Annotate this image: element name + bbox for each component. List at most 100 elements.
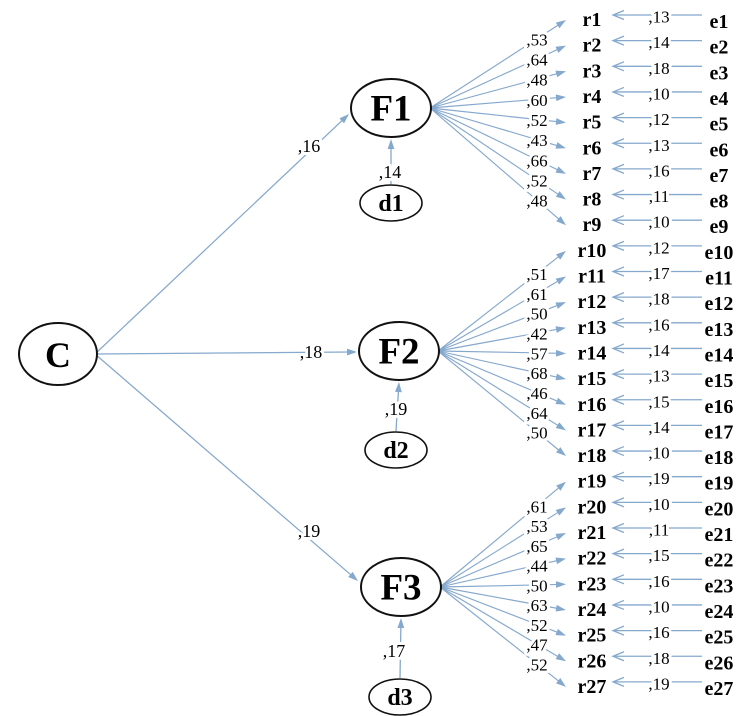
loading-F3-r21-value: ,65 xyxy=(526,537,547,556)
error-path-e10-r10-arrowhead xyxy=(611,240,625,251)
indicator-r20-label: r20 xyxy=(578,496,607,518)
error-path-e9-r9-arrowhead xyxy=(611,215,625,226)
error-path-e12-r12-arrowhead xyxy=(611,292,625,303)
error-e23-label: e23 xyxy=(705,575,734,597)
disturbance-d1-node xyxy=(359,184,423,222)
error-path-e19-r19-arrowhead xyxy=(611,471,625,482)
loading-path-F2-r15-arrowhead xyxy=(555,373,566,381)
loading-path-F1-r8 xyxy=(429,107,562,197)
loading-path-F1-r7-arrowhead xyxy=(555,166,566,174)
error-e1-label: e1 xyxy=(710,11,729,33)
path-C-F3 xyxy=(94,353,354,578)
path-C-F3-value: ,19 xyxy=(298,521,321,541)
indicator-r5-label: r5 xyxy=(583,112,602,134)
error-e19-label: e19 xyxy=(705,473,734,495)
path-C-F3-arrowhead xyxy=(348,571,358,581)
error-e12-label: e12 xyxy=(705,293,734,315)
loading-path-F3-r23-arrowhead xyxy=(555,581,566,588)
loading-path-F1-r3 xyxy=(429,72,561,109)
loading-path-F1-r5-arrowhead xyxy=(555,118,566,125)
loading-path-F1-r7 xyxy=(429,107,561,172)
error-path-e2-r2-arrowhead xyxy=(611,35,625,46)
loading-path-F1-r2 xyxy=(429,47,561,109)
error-e21-label: e21 xyxy=(705,524,734,546)
error-e10-label: e10 xyxy=(705,242,734,264)
loading-path-F2-r11 xyxy=(437,279,562,352)
path-C-F2-arrowhead xyxy=(346,348,357,356)
error-e8-label: e8 xyxy=(710,191,729,213)
loading-path-F2-r16 xyxy=(437,350,561,403)
error-e16-label: e16 xyxy=(705,396,734,418)
loading-path-F1-r4 xyxy=(429,96,561,109)
indicator-r11-label: r11 xyxy=(578,266,606,288)
indicator-r17-label: r17 xyxy=(578,419,607,441)
loading-F2-r18-value: ,50 xyxy=(526,424,547,443)
error-path-e27-r27-arrowhead xyxy=(611,676,625,688)
error-e2-value: ,14 xyxy=(648,33,670,52)
error-e9-value: ,10 xyxy=(648,213,669,232)
indicator-r26-label: r26 xyxy=(578,650,607,672)
error-path-e24-r24-arrowhead xyxy=(611,599,625,611)
error-e17-value: ,14 xyxy=(648,418,670,437)
error-path-e8-r8-arrowhead xyxy=(611,189,625,200)
error-e17-label: e17 xyxy=(705,421,734,443)
error-e10-value: ,12 xyxy=(648,238,669,257)
indicator-r19-label: r19 xyxy=(578,471,607,493)
error-e2-label: e2 xyxy=(710,37,729,59)
error-e20-value: ,10 xyxy=(648,495,669,514)
path-C-F1-arrowhead xyxy=(339,114,349,124)
loading-F3-r22-value: ,44 xyxy=(526,557,548,576)
loading-path-F3-r20 xyxy=(439,510,562,588)
loading-F3-r25-value: ,52 xyxy=(526,616,547,635)
error-e27-label: e27 xyxy=(705,678,734,700)
path-d3-F3 xyxy=(399,623,402,679)
loading-path-F2-r13 xyxy=(437,328,561,352)
indicator-r12-label: r12 xyxy=(578,291,607,313)
error-path-e16-r16-arrowhead xyxy=(611,394,625,405)
error-e4-value: ,10 xyxy=(648,84,669,103)
loading-path-F2-r18-arrowhead xyxy=(556,447,566,457)
indicator-r22-label: r22 xyxy=(578,548,607,570)
path-d2-F2-arrowhead xyxy=(394,382,402,393)
loading-F2-r17-value: ,64 xyxy=(526,404,548,423)
loading-path-F3-r19 xyxy=(439,485,562,588)
loading-F1-r3-value: ,48 xyxy=(526,71,547,90)
error-e20-label: e20 xyxy=(705,498,734,520)
loading-F1-r5-value: ,52 xyxy=(526,111,547,130)
loading-path-F2-r12 xyxy=(437,303,561,352)
path-C-F1-value: ,16 xyxy=(298,136,321,156)
indicator-r24-label: r24 xyxy=(578,599,607,621)
error-path-e17-r17-arrowhead xyxy=(611,420,625,431)
error-e24-label: e24 xyxy=(705,601,734,623)
error-e15-value: ,13 xyxy=(648,367,669,386)
error-e6-label: e6 xyxy=(710,139,729,161)
error-e12-value: ,18 xyxy=(648,290,669,309)
error-path-e18-r18-arrowhead xyxy=(611,445,625,457)
error-e13-value: ,16 xyxy=(648,315,669,334)
loading-F1-r2-value: ,64 xyxy=(526,50,548,69)
loading-path-F1-r1 xyxy=(429,22,562,109)
indicator-r14-label: r14 xyxy=(578,342,607,364)
latent-C-node xyxy=(18,322,98,386)
error-path-e5-r5-arrowhead xyxy=(611,112,625,123)
loading-path-F1-r8-arrowhead xyxy=(555,191,566,200)
error-path-e7-r7-arrowhead xyxy=(611,163,625,175)
error-e25-label: e25 xyxy=(705,627,734,649)
loading-F3-r20-value: ,53 xyxy=(526,517,547,536)
indicator-r21-label: r21 xyxy=(578,522,607,544)
loading-path-F3-r21-arrowhead xyxy=(555,533,566,541)
loading-path-F3-r25 xyxy=(439,586,561,634)
error-path-e11-r11-arrowhead xyxy=(611,266,625,277)
loading-path-F2-r14-arrowhead xyxy=(555,349,566,357)
error-e11-value: ,17 xyxy=(648,264,670,283)
loading-F1-r6-value: ,43 xyxy=(526,131,547,150)
error-path-e3-r3-arrowhead xyxy=(611,61,625,72)
loading-path-F3-r19-arrowhead xyxy=(556,481,566,491)
error-path-e20-r20-arrowhead xyxy=(611,497,625,508)
factor-F2-node xyxy=(358,321,440,381)
loading-path-F1-r2-arrowhead xyxy=(555,45,566,53)
error-e14-label: e14 xyxy=(705,344,734,366)
loading-F1-r7-value: ,66 xyxy=(526,151,547,170)
loading-F2-r15-value: ,68 xyxy=(526,364,547,383)
error-e3-value: ,18 xyxy=(648,59,669,78)
